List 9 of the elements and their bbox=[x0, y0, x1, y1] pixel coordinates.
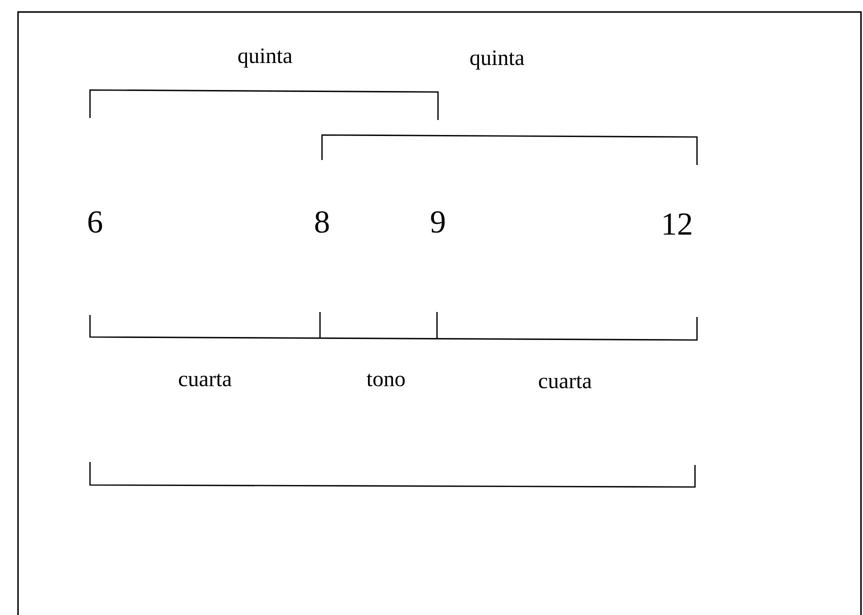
number-label: 9 bbox=[431, 211, 445, 233]
number-label: 12 bbox=[664, 213, 692, 235]
interval-label: quinta bbox=[238, 48, 292, 68]
interval-label: cuarta bbox=[538, 376, 592, 388]
interval-label: quinta bbox=[470, 50, 524, 70]
interval-label: cuarta bbox=[178, 374, 232, 386]
number-label: 6 bbox=[88, 211, 102, 233]
number-label: 8 bbox=[315, 211, 329, 233]
interval-label: tono bbox=[366, 374, 405, 386]
